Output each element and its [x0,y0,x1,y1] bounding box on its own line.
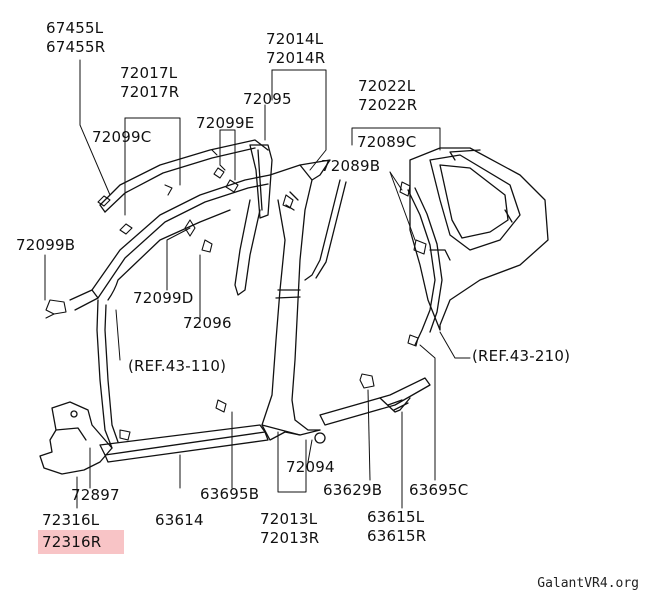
label-72014R: 72014R [266,49,326,67]
label-72897: 72897 [71,486,120,504]
label-67455R: 67455R [46,38,106,56]
label-72099D: 72099D [133,289,194,307]
rear-pillar-strip [407,187,443,346]
label-63614: 63614 [155,511,204,529]
label-63629B: 63629B [323,481,383,499]
label-72096: 72096 [183,314,232,332]
clips [45,149,427,441]
label-72099C: 72099C [92,128,152,146]
label-72017L: 72017L [120,64,178,82]
label-72316L: 72316L [42,511,100,529]
label-63695B: 63695B [200,485,260,503]
rear-strip [304,179,347,281]
label-72095: 72095 [243,90,292,108]
label-67455L: 67455L [46,19,104,37]
label-72089C: 72089C [357,133,417,151]
label-72094: 72094 [286,458,335,476]
opening-trim [96,209,231,449]
upper-garnish-72095 [234,144,273,296]
label-ref-43-210: (REF.43-210) [472,347,571,365]
label-72022R: 72022R [358,96,418,114]
label-72099B: 72099B [16,236,76,254]
label-63695C: 63695C [409,481,469,499]
a-pillar-trim [69,139,271,311]
label-63615R: 63615R [367,527,427,545]
label-72022L: 72022L [358,77,416,95]
kick-panel-72316 [39,401,113,475]
label-72014L: 72014L [266,30,324,48]
label-72316R: 72316R [42,533,102,551]
quarter-trim-72022 [409,147,549,331]
leader-lines [44,59,471,509]
highlight-72316R [38,530,124,554]
label-72017R: 72017R [120,83,180,101]
rear-scuff-63615 [319,377,431,426]
label-63615L: 63615L [367,508,425,526]
label-72013R: 72013R [260,529,320,547]
b-pillar-trim [261,159,331,444]
label-72013L: 72013L [260,510,318,528]
label-72089B: 72089B [321,157,381,175]
watermark: GalantVR4.org [537,576,639,591]
label-ref-43-110: (REF.43-110) [128,357,227,375]
label-72099E: 72099E [196,114,255,132]
